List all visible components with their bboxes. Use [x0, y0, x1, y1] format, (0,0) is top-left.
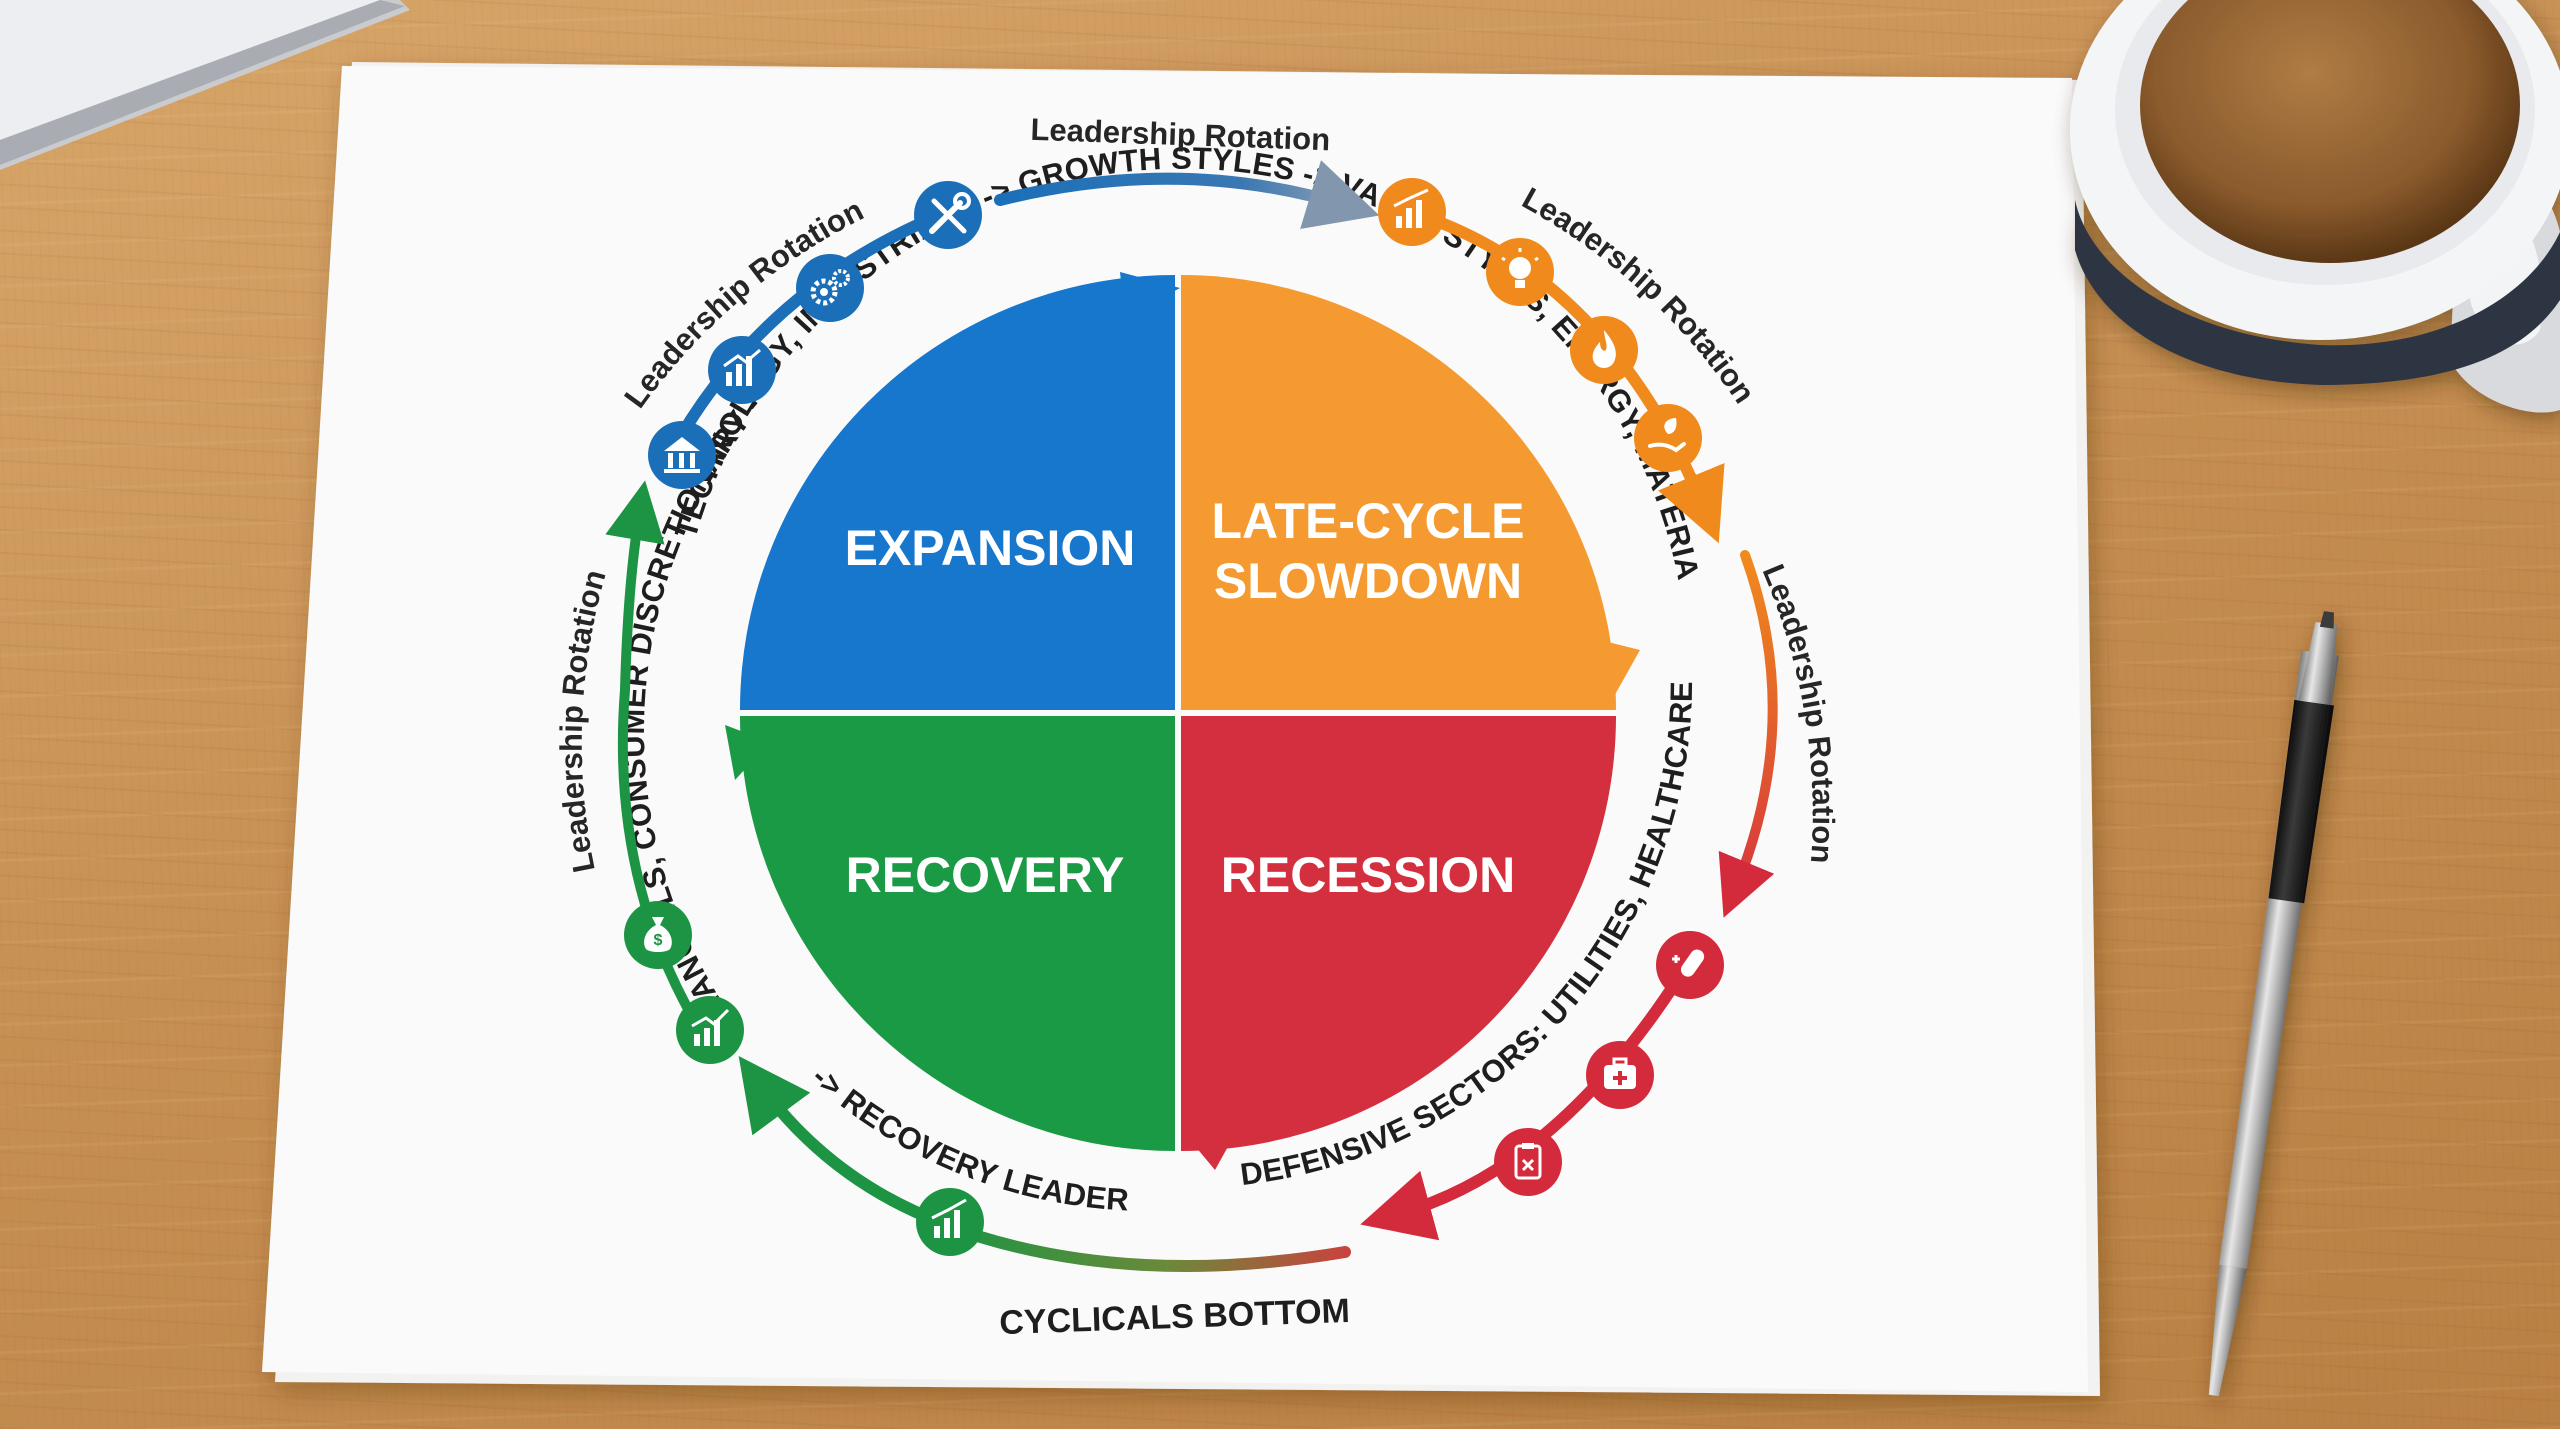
- growth-chart-icon: [708, 336, 776, 404]
- recovery-label: RECOVERY: [846, 847, 1125, 903]
- lightbulb-icon: [1486, 238, 1554, 306]
- medical-kit-icon: [1586, 1041, 1654, 1109]
- rising-chart-icon: [1378, 178, 1446, 246]
- expansion-quadrant: [740, 275, 1175, 710]
- recession-label: RECESSION: [1221, 847, 1516, 903]
- blue-icons: [648, 181, 982, 489]
- late-cycle-label-line1: LATE-CYCLE: [1212, 493, 1525, 549]
- bar-chart-icon: [676, 996, 744, 1064]
- laptop-corner: [0, 0, 410, 170]
- gears-icon: [796, 254, 864, 322]
- flame-icon: [1570, 316, 1638, 384]
- late-cycle-label-line2: SLOWDOWN: [1214, 553, 1522, 609]
- coffee-mug: [2070, 0, 2560, 413]
- ballpoint-pen: [2208, 611, 2339, 1397]
- orange-icons: [1378, 178, 1702, 472]
- late-cycle-quadrant: [1181, 275, 1616, 710]
- recovery-quadrant: [740, 716, 1175, 1151]
- recovery-arrowhead: [725, 725, 770, 780]
- recession-quadrant: [1181, 716, 1616, 1151]
- red-icons: [1494, 931, 1724, 1196]
- growth-chart-icon: [916, 1188, 984, 1256]
- expansion-arrowhead: [1120, 272, 1180, 318]
- bottom-rotation-arc: [939, 1219, 1351, 1273]
- cycle-wheel: EXPANSION LATE-CYCLE SLOWDOWN RECOVERY R…: [725, 272, 1640, 1170]
- green-icons: $: [624, 901, 984, 1256]
- bank-icon: [648, 421, 716, 489]
- pill-icon: [1656, 931, 1724, 999]
- late-cycle-arrowhead: [1600, 640, 1640, 700]
- svg-text:$: $: [654, 932, 663, 949]
- blue-icon-arc: [664, 209, 946, 461]
- right-rotation-arc: [1718, 550, 1778, 918]
- hand-leaf-icon: [1634, 404, 1702, 472]
- red-icon-arc: [1360, 954, 1696, 1241]
- clipboard-icon: [1494, 1128, 1562, 1196]
- green-bottom-arc: [738, 1056, 946, 1228]
- money-bag-icon: $: [624, 901, 692, 969]
- expansion-label: EXPANSION: [845, 520, 1136, 576]
- recession-arrowhead: [1190, 1125, 1240, 1170]
- tools-icon: [914, 181, 982, 249]
- top-rotation-arc: [994, 160, 1380, 230]
